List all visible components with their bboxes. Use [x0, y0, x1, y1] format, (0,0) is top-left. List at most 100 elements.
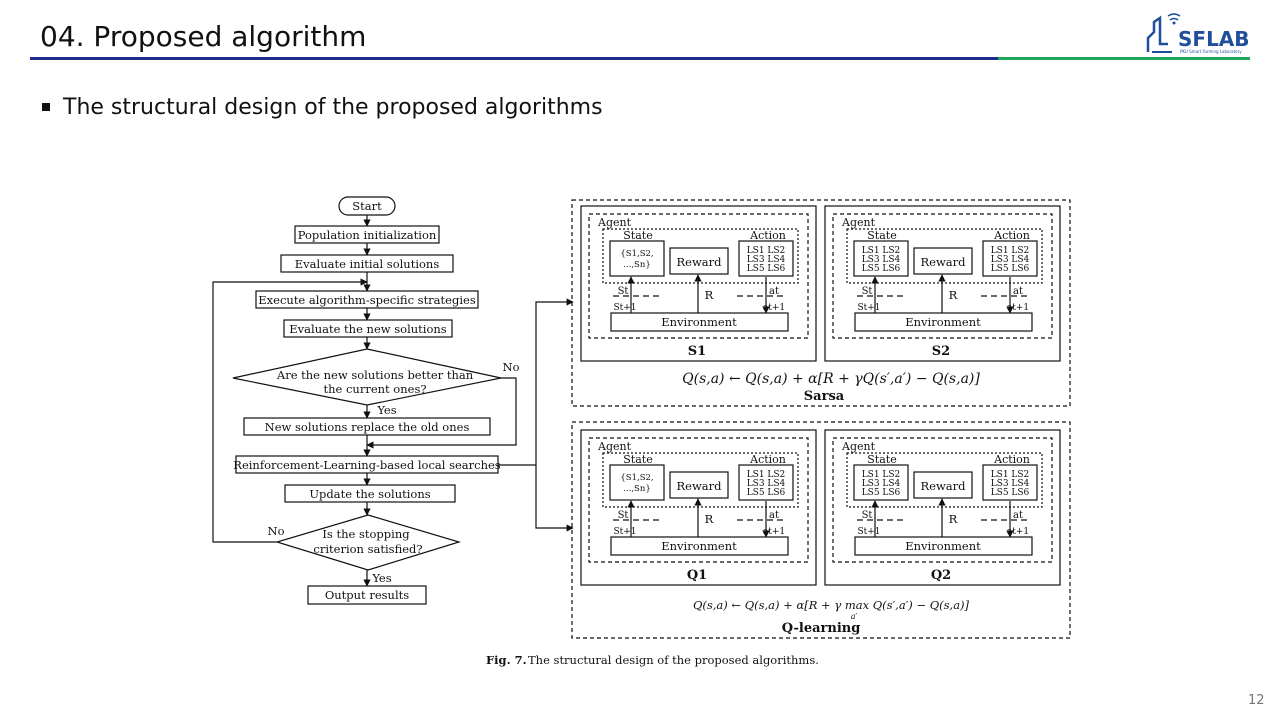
panel-q1-agent-box	[588, 437, 809, 563]
panel-q1-at-label: at	[769, 510, 779, 521]
panel-q1-action-ls-1: LS1 LS2	[747, 470, 786, 480]
panel-q2-at-label: at	[1013, 510, 1023, 521]
panel-q1-action-ls-2: LS3 LS4	[747, 479, 786, 489]
title-rule-green	[998, 57, 1250, 60]
panel-q2-st1-label: St+1	[857, 527, 880, 537]
panel-s2-state-box	[846, 228, 1043, 284]
bullet-square-icon	[42, 103, 50, 111]
panel-q2-name: Q2	[931, 568, 951, 583]
panel-s1-reward-box	[669, 247, 729, 275]
panel-s1-state-label: State	[623, 229, 652, 242]
panel-s2-state-ls-3: LS5 LS6	[862, 264, 901, 274]
decision-stop-line2: criterion satisfied?	[313, 542, 422, 556]
panel-s2-action-ls-2: LS3 LS4	[991, 255, 1030, 265]
panel-q2-state-box	[846, 452, 1043, 508]
evaluate-new-label: Evaluate the new solutions	[289, 322, 447, 336]
panel-q2-agent-label: Agent	[841, 440, 876, 453]
panel-q1-reward-box	[669, 471, 729, 499]
decision-stop	[274, 514, 462, 571]
panel-s1-frame	[580, 205, 817, 362]
panel-q2-st-label: St	[862, 510, 873, 521]
panel-q1-name: Q1	[687, 568, 707, 583]
panel-s2-r-label: R	[949, 288, 958, 302]
page-number: 12	[1248, 693, 1265, 708]
panel-s1-state-box	[602, 228, 799, 284]
panel-q2-action-ls-3: LS5 LS6	[991, 488, 1030, 498]
panel-q1-at1-label: at+1	[763, 527, 785, 537]
panel-s1-action-inner	[738, 240, 794, 277]
panel-s2-state-ls-1: LS1 LS2	[862, 246, 901, 256]
panel-s1-at-label: at	[769, 286, 779, 297]
title-rule-blue	[30, 57, 998, 60]
panel-s2-action-ls-1: LS1 LS2	[991, 246, 1030, 256]
panel-s2-at1-label: at+1	[1007, 303, 1029, 313]
panel-q1-frame	[580, 429, 817, 586]
start-label: Start	[352, 199, 382, 213]
panel-q2-state-inner	[853, 464, 909, 501]
panel-q1-environment-label: Environment	[661, 539, 737, 553]
qlearning-group-border	[571, 421, 1071, 639]
panel-s2-action-label: Action	[993, 229, 1030, 242]
no-label-1: No	[503, 360, 520, 374]
bullet-text: The structural design of the proposed al…	[63, 95, 603, 120]
panel-s2-frame	[824, 205, 1061, 362]
panel-s1-agent-label: Agent	[597, 216, 632, 229]
logo-text: SFLAB	[1178, 27, 1250, 51]
panel-q1-action-ls-3: LS5 LS6	[747, 488, 786, 498]
panel-s1-name: S1	[688, 344, 706, 359]
panel-s2-st1-label: St+1	[857, 303, 880, 313]
panel-s1-agent-box	[588, 213, 809, 339]
panel-q2-environment-label: Environment	[905, 539, 981, 553]
qlearning-name: Q-learning	[782, 621, 861, 636]
population-init-label: Population initialization	[298, 228, 437, 242]
panel-q1-state-set-1: {S1,S2,	[620, 473, 653, 483]
panel-s1-action-label: Action	[749, 229, 786, 242]
panel-q1-st1-label: St+1	[613, 527, 636, 537]
panel-q1-agent-label: Agent	[597, 440, 632, 453]
flowchart-labels: Start Population initialization Evaluate…	[233, 199, 519, 602]
update-label: Update the solutions	[309, 487, 430, 501]
panel-q2-state-ls-3: LS5 LS6	[862, 488, 901, 498]
panel-q1-action-label: Action	[749, 453, 786, 466]
panel-q1-reward-label: Reward	[676, 479, 722, 493]
decision-better-line2: the current ones?	[323, 382, 426, 396]
panel-s1-state-set-1: {S1,S2,	[620, 249, 653, 259]
panel-q2-frame	[824, 429, 1061, 586]
panel-s2-action-ls-3: LS5 LS6	[991, 264, 1030, 274]
panel-q1-state-set-2: ...,Sn}	[623, 484, 651, 494]
sarsa-group-border	[571, 199, 1071, 407]
panel-s2-environment-box	[854, 312, 1033, 332]
panel-s2-reward-label: Reward	[920, 255, 966, 269]
qlearning-formula-sub: a′	[851, 612, 858, 621]
panel-s1-action-ls-2: LS3 LS4	[747, 255, 786, 265]
replace-label: New solutions replace the old ones	[265, 420, 470, 434]
panel-q2-action-label: Action	[993, 453, 1030, 466]
panel-s2-action-inner	[982, 240, 1038, 277]
panel-s2-agent-label: Agent	[841, 216, 876, 229]
panel-q2-state-ls-1: LS1 LS2	[862, 470, 901, 480]
no-label-2: No	[268, 524, 285, 538]
panel-s2-state-inner	[853, 240, 909, 277]
panel-q1-r-label: R	[705, 512, 714, 526]
panel-s1-environment-label: Environment	[661, 315, 737, 329]
yes-label-1: Yes	[376, 403, 396, 417]
panel-q1-st-label: St	[618, 510, 629, 521]
yes-label-2: Yes	[371, 571, 391, 585]
panel-s1-action-ls-1: LS1 LS2	[747, 246, 786, 256]
panel-q1-state-inner	[609, 464, 665, 501]
panel-q1-state-label: State	[623, 453, 652, 466]
decision-stop-line1: Is the stopping	[322, 527, 410, 541]
panel-s1-state-inner	[609, 240, 665, 277]
sflab-logo-icon	[1146, 13, 1181, 53]
panel-s1-environment-box	[610, 312, 789, 332]
panel-s1-st1-label: St+1	[613, 303, 636, 313]
panel-q2-agent-box	[832, 437, 1053, 563]
panel-q1-state-box	[602, 452, 799, 508]
execute-strategies-label: Execute algorithm-specific strategies	[258, 293, 476, 307]
sarsa-formula: Q(s,a) ← Q(s,a) + α[R + γQ(s′,a′) − Q(s,…	[682, 371, 980, 387]
panel-s2-reward-box	[913, 247, 973, 275]
panel-q1-environment-box	[610, 536, 789, 556]
panel-q2-action-inner	[982, 464, 1038, 501]
